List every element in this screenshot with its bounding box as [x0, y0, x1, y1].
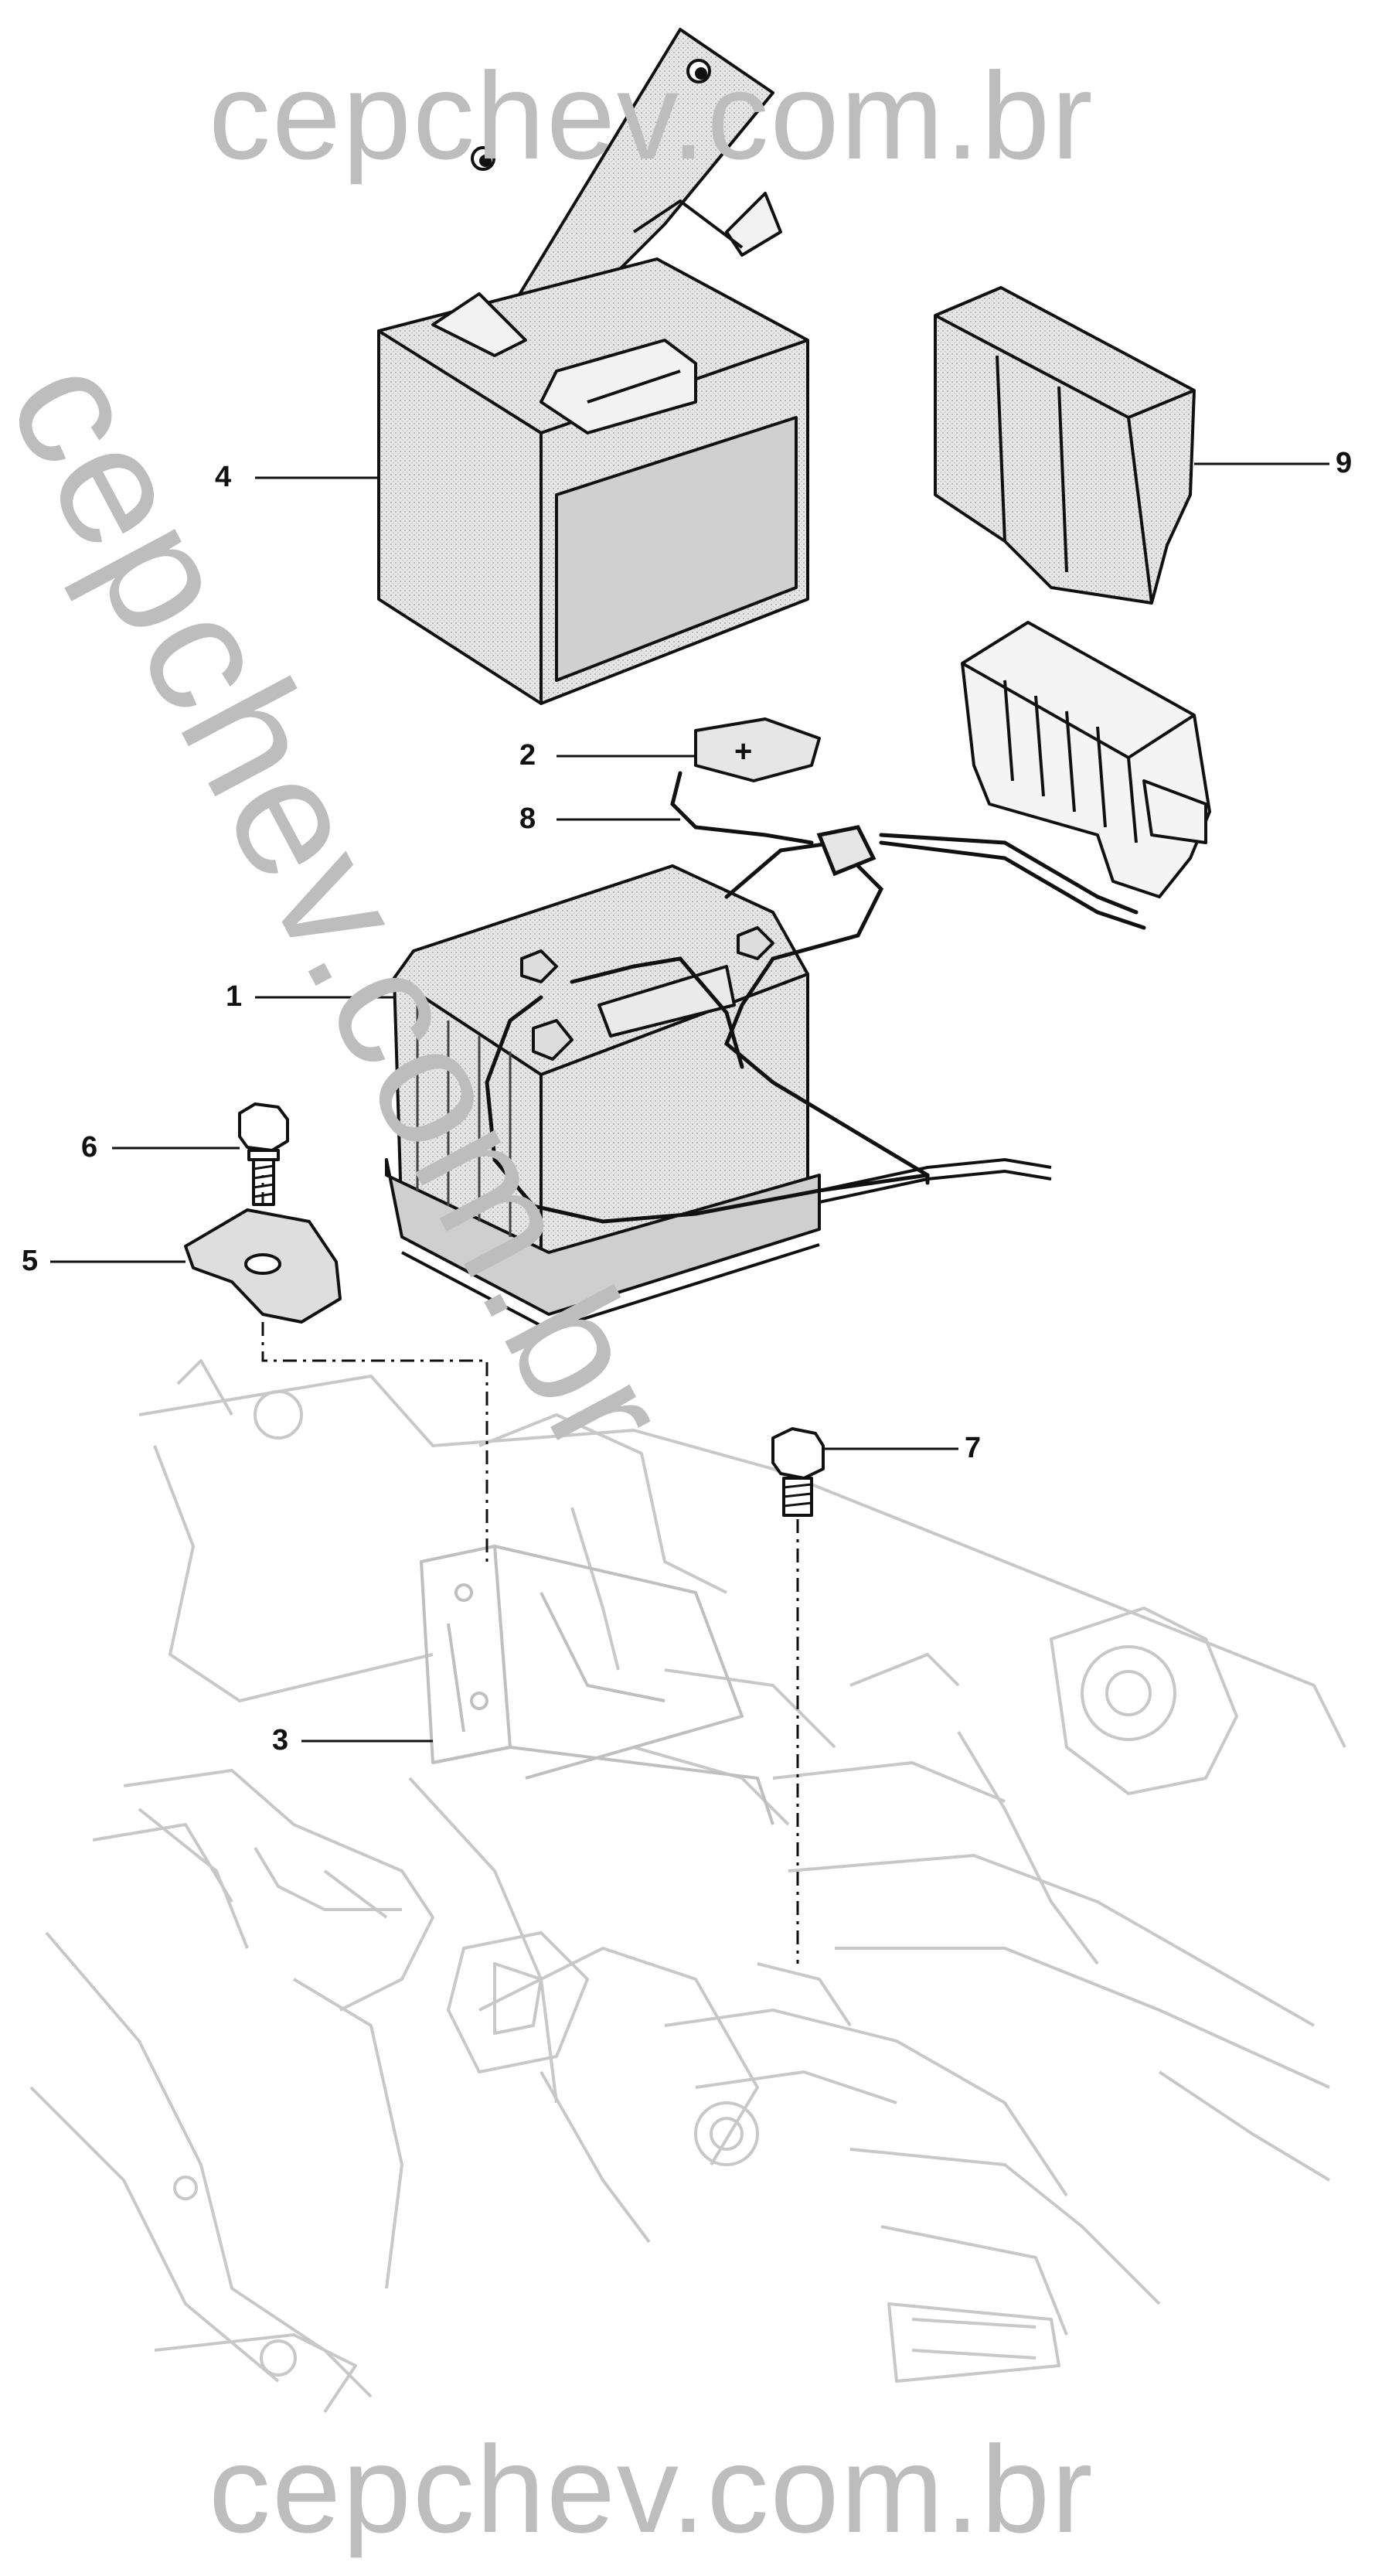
hold-down-clamp — [184, 1208, 342, 1324]
positive-terminal-symbol: + — [734, 734, 752, 768]
bolt-7 — [771, 1427, 825, 1517]
callout-1: 1 — [226, 980, 243, 1013]
positive-terminal-cover — [694, 717, 821, 782]
callout-2: 2 — [519, 739, 536, 772]
fuse-relay-carrier — [961, 621, 1211, 898]
callout-9: 9 — [1336, 447, 1353, 479]
fuse-box-cover — [934, 286, 1196, 605]
callout-5: 5 — [22, 1245, 39, 1277]
callout-7: 7 — [965, 1432, 982, 1464]
callout-3: 3 — [272, 1724, 289, 1757]
battery-cover-box — [377, 28, 809, 705]
callout-8: 8 — [519, 802, 536, 835]
assembly-guide-lines — [261, 1175, 799, 1964]
battery-tray — [420, 1545, 774, 1825]
callout-6: 6 — [81, 1131, 98, 1164]
callout-leader-lines — [50, 462, 1329, 1743]
watermark-bottom: cepchev.com.br — [209, 2420, 1094, 2558]
vehicle-body-outline — [29, 1359, 1346, 2414]
watermark-top: cepchev.com.br — [209, 46, 1094, 185]
bolt-6 — [238, 1102, 289, 1206]
callout-4: 4 — [215, 461, 232, 493]
ground-cable — [819, 1157, 1052, 1204]
battery-cables — [485, 771, 1146, 1224]
